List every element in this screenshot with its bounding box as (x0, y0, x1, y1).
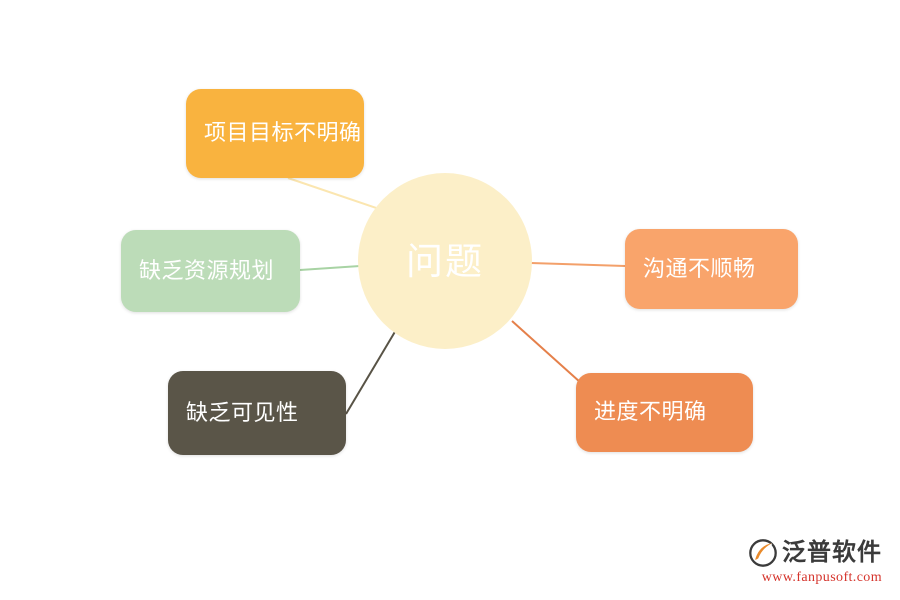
node-label: 项目目标不明确 (204, 120, 362, 146)
node-label: 缺乏资源规划 (139, 257, 275, 283)
watermark-url: www.fanpusoft.com (761, 570, 882, 585)
node-lack-of-visibility[interactable]: 缺乏可见性 (168, 371, 346, 455)
edge-hub-to-resource (299, 265, 361, 271)
node-label: 进度不明确 (594, 399, 707, 425)
watermark: 泛普软件 www.fanpusoft.com (749, 539, 882, 586)
node-progress-unclear[interactable]: 进度不明确 (576, 373, 753, 452)
edge-hub-to-goal (287, 177, 389, 213)
node-poor-communication[interactable]: 沟通不顺畅 (625, 229, 798, 309)
edge-hub-to-visibility (345, 329, 397, 415)
central-node-problem[interactable]: 问题 (358, 173, 532, 349)
fanpu-swoosh-logo-icon (749, 539, 777, 567)
node-lack-of-resource-planning[interactable]: 缺乏资源规划 (121, 230, 300, 312)
node-label: 沟通不顺畅 (643, 255, 756, 281)
node-project-goal-unclear[interactable]: 项目目标不明确 (186, 89, 364, 178)
watermark-brand-row: 泛普软件 (749, 539, 882, 567)
edge-hub-to-communication (530, 262, 626, 267)
central-node-label: 问题 (406, 240, 484, 282)
node-label: 缺乏可见性 (186, 399, 299, 425)
watermark-brand-name: 泛普软件 (782, 539, 882, 566)
